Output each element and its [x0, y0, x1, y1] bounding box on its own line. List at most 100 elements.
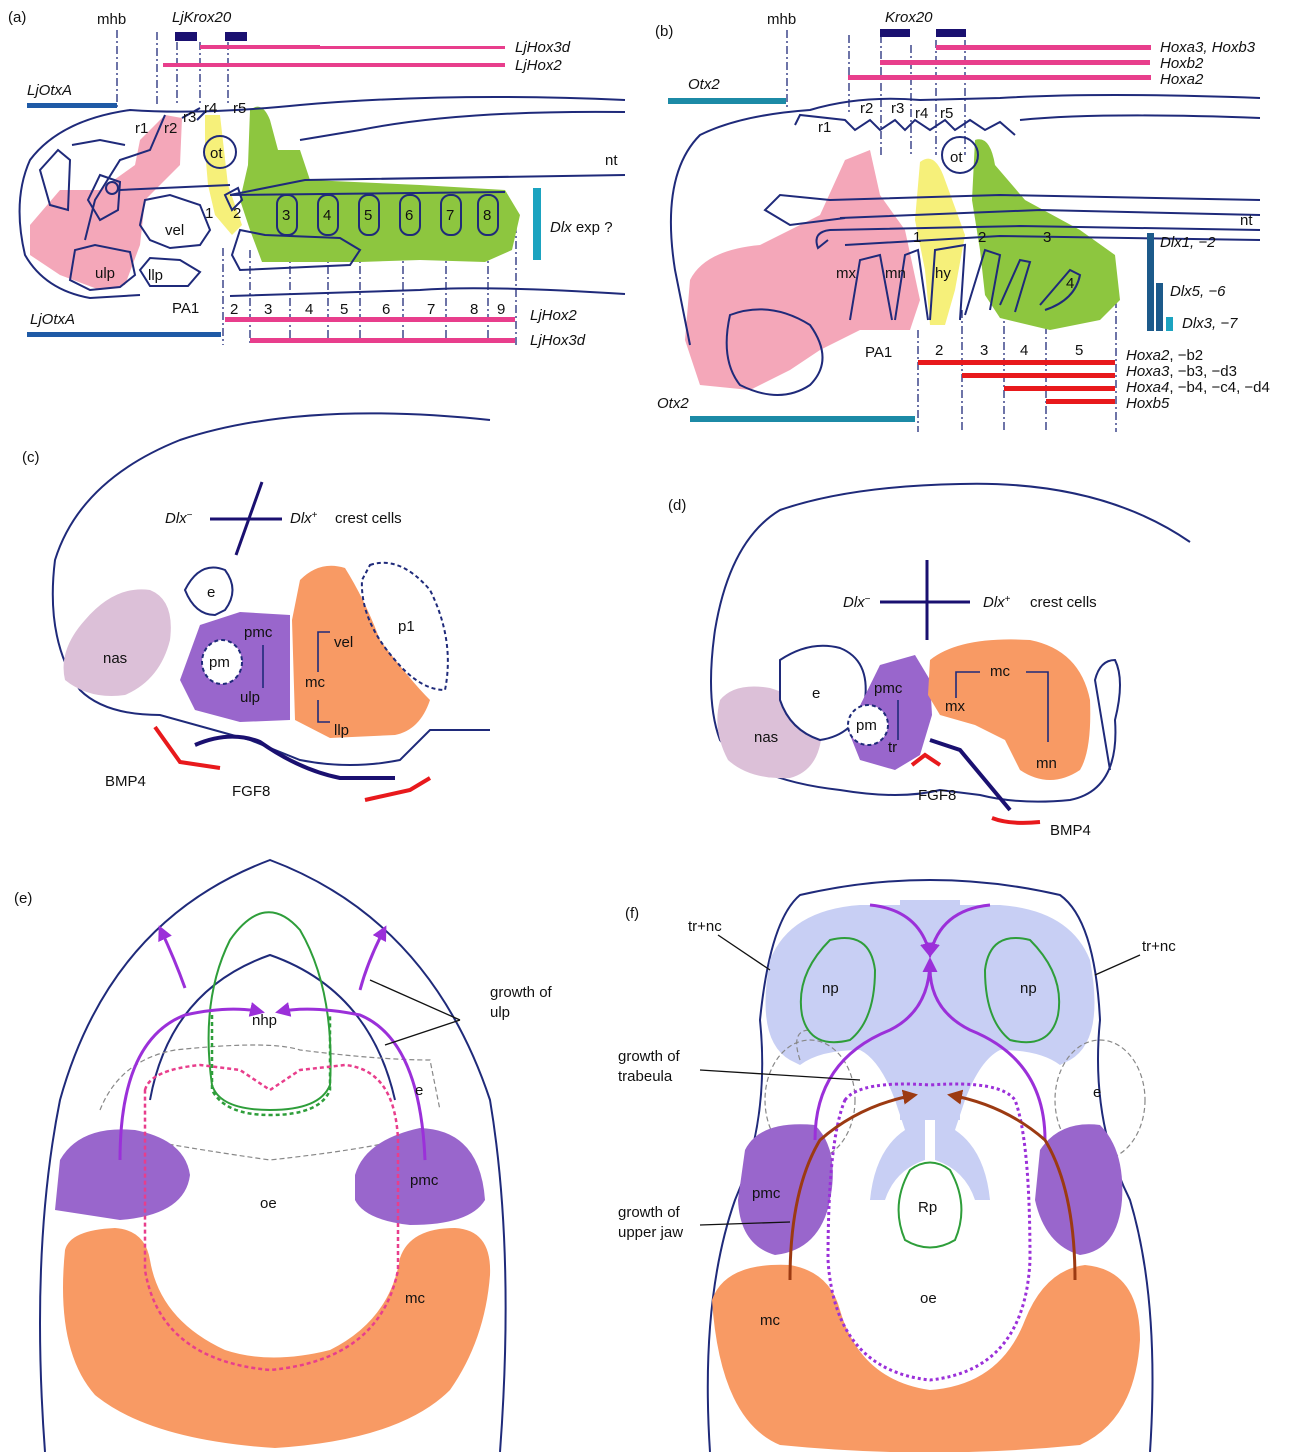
panel-b-hoxb2-bar	[880, 60, 1150, 65]
panel-b-dlx56-label: Dlx5, −6	[1170, 283, 1226, 300]
panel-e-nhp-dashed	[212, 1015, 330, 1115]
panel-b-hoxa3b3-bar	[936, 45, 1151, 50]
panel-c-pmc-label: pmc	[244, 624, 273, 641]
panel-a-r1-label: r1	[135, 120, 148, 137]
panel-f-growth-trab-line2: trabeula	[618, 1068, 673, 1085]
panel-a-arch-label-3: 3	[264, 301, 272, 318]
panel-c-bmp4-left	[155, 727, 220, 768]
panel-c-dlx-plus-label: Dlx+	[290, 510, 318, 528]
panel-c-pm-label: pm	[209, 654, 230, 671]
panel-b-mhb-label: mhb	[767, 11, 796, 28]
panel-d-crest-label: crest cells	[1030, 594, 1097, 611]
panel-e-nhp-label: nhp	[252, 1012, 277, 1029]
panel-c-p1-label: p1	[398, 618, 415, 635]
panel-e-letter: (e)	[14, 890, 32, 907]
panel-a-ot-label: ot	[210, 145, 223, 162]
panel-a-mhb-label: mhb	[97, 11, 126, 28]
panel-b-otx-top-label: Otx2	[688, 76, 720, 93]
panel-e-leader-ulp-upper	[370, 980, 460, 1020]
panel-b-arch-label-4: 4	[1020, 342, 1028, 359]
panel-a-dlx-exp-label: Dlx exp ?	[550, 219, 613, 236]
panel-a-letter: (a)	[8, 9, 26, 26]
panel-d-e-label: e	[812, 685, 820, 702]
panel-b-hoxb2-label: Hoxb2	[1160, 55, 1204, 72]
panel-d-bmp4-label: BMP4	[1050, 822, 1091, 839]
panel-a-otx-top-label: LjOtxA	[27, 82, 72, 99]
panel-a-krox20-label: LjKrox20	[172, 9, 232, 26]
panel-f-trnc-right-label: tr+nc	[1142, 938, 1176, 955]
panel-d-pmc-label: pmc	[874, 680, 903, 697]
panel-c-dlx-minus-text: Dlx	[165, 510, 187, 527]
panel-b-dlx56-bar	[1156, 283, 1163, 331]
panel-a-pa1-label: PA1	[172, 300, 199, 317]
panel-f-growth-jaw-line1: growth of	[618, 1204, 681, 1221]
panel-b-hox-bar-2	[918, 360, 1115, 365]
panel-f-growth-trab-line1: growth of	[618, 1048, 681, 1065]
panel-a-arch-label-5: 5	[340, 301, 348, 318]
panel-d-nas-label: nas	[754, 729, 778, 746]
panel-f-letter: (f)	[625, 905, 639, 922]
panel-b-ot-label: ot	[950, 149, 963, 166]
panel-a-hox2-bar-top	[163, 63, 505, 67]
panel-a-pouch-label-6: 6	[405, 207, 413, 224]
panel-b-arch-label-3: 3	[980, 342, 988, 359]
panel-f-oe-label: oe	[920, 1290, 937, 1307]
panel-c-vel-label: vel	[334, 634, 353, 651]
panel-d-plus-sup: +	[1005, 594, 1011, 605]
panel-b-arch-label-5: 5	[1075, 342, 1083, 359]
panel-a: (a) mhb LjKrox20 LjHox3d LjHox2 LjOtxA	[8, 9, 625, 349]
panel-a-hox2-bar-bottom	[225, 317, 515, 322]
panel-b-hox-row-label: Hoxa2, −b2	[1126, 347, 1203, 364]
panel-a-r3-label: r3	[183, 109, 196, 126]
panel-a-nt-label: nt	[605, 152, 618, 169]
panel-c-bmp4-label: BMP4	[105, 773, 146, 790]
panel-d-pm-label: pm	[856, 717, 877, 734]
panel-a-r5-label: r5	[233, 100, 246, 117]
panel-e-leader-ulp-lower	[385, 1020, 460, 1045]
panel-c-llp-label: llp	[334, 722, 349, 739]
panel-a-pouch-label-8: 8	[483, 207, 491, 224]
panel-e-oe-label: oe	[260, 1195, 277, 1212]
panel-a-krox20-bar-r3	[175, 32, 197, 41]
panel-f-mc-label: mc	[760, 1312, 780, 1329]
panel-d-mx-label: mx	[945, 698, 965, 715]
panel-b-hoxa2-top-label: Hoxa2	[1160, 71, 1204, 88]
panel-d-dlx-minus-text: Dlx	[843, 594, 865, 611]
panel-b-nt-label: nt	[1240, 212, 1253, 229]
panel-c-letter: (c)	[22, 449, 40, 466]
panel-a-pouch-label-5: 5	[364, 207, 372, 224]
panel-d-mc-label: mc	[990, 663, 1010, 680]
panel-b-pa1-label: PA1	[865, 344, 892, 361]
panel-d-mn-label: mn	[1036, 755, 1057, 772]
panel-a-pouch-label-3: 3	[282, 207, 290, 224]
panel-a-hox3d-bar-top-a	[200, 45, 320, 49]
panel-b-hox-row-paralogs: , −b2	[1169, 347, 1203, 364]
panel-a-pouch-label-4: 4	[323, 207, 331, 224]
panel-a-pouch-1-label: 1	[205, 205, 213, 222]
panel-b: (b) mhb Krox20 Hoxa3, Hoxb3 Hoxb2 Hoxa2 …	[655, 9, 1270, 432]
panel-a-arch-labels: 23456789	[230, 301, 505, 318]
panel-c-dlx-minus-label: Dlx−	[165, 510, 193, 528]
panel-b-pouch-label-4: 4	[1066, 275, 1074, 292]
panel-b-pouch-label-2: 2	[978, 229, 986, 246]
panel-c-mc-area	[292, 566, 430, 738]
panel-e-growth-ulp-line1: growth of	[490, 984, 553, 1001]
panel-a-r4-label: r4	[204, 100, 217, 117]
panel-b-otx-bar-top	[668, 98, 786, 104]
panel-b-yellow-hyoid-crest	[915, 159, 965, 325]
panel-b-dlx12-label: Dlx1, −2	[1160, 234, 1216, 251]
panel-f-leader-trnc-left	[718, 935, 770, 970]
panel-b-dlx37-bar	[1166, 317, 1173, 331]
panel-b-krox20-bar-r5	[936, 29, 966, 37]
panel-b-r1-label: r1	[818, 119, 831, 136]
panel-a-vel-label: vel	[165, 222, 184, 239]
panel-f-rp-label: Rp	[918, 1199, 937, 1216]
panel-c-crest-label: crest cells	[335, 510, 402, 527]
panel-c-e-label: e	[207, 584, 215, 601]
panel-b-hox-bar-4	[1004, 386, 1115, 391]
panel-b-mx-label: mx	[836, 265, 856, 282]
panel-c-bmp4-right	[365, 778, 430, 800]
